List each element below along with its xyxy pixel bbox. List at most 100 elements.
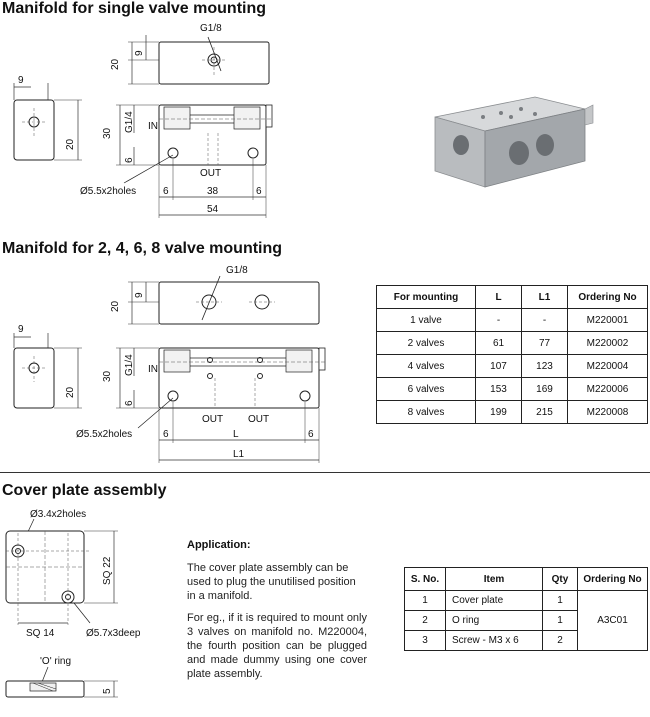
dimension-label: G1/8 bbox=[200, 23, 222, 34]
cell: - bbox=[475, 308, 522, 332]
dimension-label: OUT bbox=[200, 168, 221, 179]
th-l1: L1 bbox=[521, 285, 568, 309]
ordering-cell: A3C01 bbox=[577, 590, 648, 651]
cell: 215 bbox=[521, 400, 568, 424]
section-title-cover: Cover plate assembly bbox=[2, 482, 167, 499]
cell: O ring bbox=[445, 610, 543, 631]
cell: 107 bbox=[475, 354, 522, 378]
section-title-multi: Manifold for 2, 4, 6, 8 valve mounting bbox=[2, 240, 283, 257]
dimension-label: 6 bbox=[163, 186, 169, 197]
dimension-label: Ø5.5x2holes bbox=[76, 429, 132, 440]
multi-top-view: G1/8 20 9 bbox=[110, 265, 320, 325]
application-text-2: For eg., if it is required to mount only… bbox=[187, 612, 367, 680]
section-divider bbox=[0, 472, 650, 473]
dimension-label: IN bbox=[148, 121, 158, 132]
manifold-ordering-table: For mounting L L1 Ordering No 1 valve--M… bbox=[376, 285, 648, 424]
table-header-row: S. No. Item Qty Ordering No bbox=[404, 567, 648, 591]
table-row: 1 valve--M220001 bbox=[376, 308, 648, 332]
th-sno: S. No. bbox=[404, 567, 446, 591]
cell: Cover plate bbox=[445, 590, 543, 611]
dimension-label: L1 bbox=[233, 449, 245, 460]
dim-20: 20 bbox=[65, 138, 76, 150]
cell: 2 bbox=[542, 630, 578, 651]
dimension-label: IN bbox=[148, 364, 158, 375]
cell: 1 valve bbox=[376, 308, 476, 332]
table-header-row: For mounting L L1 Ordering No bbox=[376, 285, 648, 309]
single-side-view: 9 20 bbox=[13, 75, 82, 161]
table-row: 1 Cover plate 1 A3C01 bbox=[404, 590, 648, 651]
cell: 8 valves bbox=[376, 400, 476, 424]
cell: 1 bbox=[542, 590, 578, 611]
dimension-label: SQ 22 bbox=[102, 556, 113, 585]
cell: M220002 bbox=[567, 331, 648, 355]
cell: 3 bbox=[404, 630, 446, 651]
dimension-label: 9 bbox=[18, 324, 24, 335]
dimension-label: Ø3.4x2holes bbox=[30, 509, 86, 520]
cell: 61 bbox=[475, 331, 522, 355]
section-title-single: Manifold for single valve mounting bbox=[2, 0, 267, 17]
cell: 1 bbox=[542, 610, 578, 631]
cell: 1 bbox=[404, 590, 446, 611]
cell: 153 bbox=[475, 377, 522, 401]
dimension-label: OUT bbox=[248, 414, 269, 425]
th-ordering-no: Ordering No bbox=[577, 567, 648, 591]
cell: 2 bbox=[404, 610, 446, 631]
dimension-label: 5 bbox=[102, 688, 113, 694]
cover-plate-table: S. No. Item Qty Ordering No 1 Cover plat… bbox=[404, 567, 648, 651]
cover-plate-drawing: Ø3.4x2holes SQ 22 SQ 14 Ø5.7x3deep 'O' r… bbox=[5, 509, 141, 698]
th-item: Item bbox=[445, 567, 543, 591]
th-ordering-no: Ordering No bbox=[567, 285, 648, 309]
multi-front-view: IN 30 G1/4 6 OUT OUT Ø5.5x2holes 6 L 6 L… bbox=[76, 347, 326, 463]
dimension-label: 6 bbox=[124, 157, 135, 163]
dimension-label: 30 bbox=[102, 127, 113, 139]
th-qty: Qty bbox=[542, 567, 578, 591]
dimension-label: 'O' ring bbox=[40, 656, 71, 667]
dimension-label: L bbox=[233, 429, 239, 440]
cell: 199 bbox=[475, 400, 522, 424]
dimension-label: 6 bbox=[163, 429, 169, 440]
dimension-label: 54 bbox=[207, 204, 219, 215]
cell: M220008 bbox=[567, 400, 648, 424]
dimension-label: SQ 14 bbox=[26, 628, 55, 639]
dimension-label: 30 bbox=[102, 370, 113, 382]
single-front-view: IN 30 G1/4 6 OUT Ø5.5x2holes 6 38 6 54 bbox=[80, 104, 273, 218]
dimension-label: 6 bbox=[124, 400, 135, 406]
cell: 77 bbox=[521, 331, 568, 355]
dimension-label: 38 bbox=[207, 186, 219, 197]
th-for-mounting: For mounting bbox=[376, 285, 476, 309]
dimension-label: 20 bbox=[110, 58, 121, 70]
dim-9: 9 bbox=[18, 75, 24, 86]
application-text-1: The cover plate assembly can be used to … bbox=[187, 562, 356, 602]
dimension-label: G1/8 bbox=[226, 265, 248, 276]
single-top-view: G1/8 20 9 bbox=[110, 23, 270, 85]
dimension-label: Ø5.5x2holes bbox=[80, 186, 136, 197]
cell: M220004 bbox=[567, 354, 648, 378]
cell: Screw - M3 x 6 bbox=[445, 630, 543, 651]
dimension-label: G1/4 bbox=[124, 111, 135, 133]
dimension-label: OUT bbox=[202, 414, 223, 425]
cell: 4 valves bbox=[376, 354, 476, 378]
dimension-label: 9 bbox=[134, 292, 145, 298]
dimension-label: G1/4 bbox=[124, 354, 135, 376]
manifold-3d-illustration bbox=[434, 96, 594, 188]
dimension-label: 9 bbox=[134, 50, 145, 56]
dimension-label: 20 bbox=[110, 300, 121, 312]
cell: 6 valves bbox=[376, 377, 476, 401]
cell: 123 bbox=[521, 354, 568, 378]
dimension-label: 20 bbox=[65, 386, 76, 398]
cell: M220006 bbox=[567, 377, 648, 401]
cell: - bbox=[521, 308, 568, 332]
cell: M220001 bbox=[567, 308, 648, 332]
dimension-label: 6 bbox=[256, 186, 262, 197]
application-heading: Application: bbox=[187, 539, 251, 551]
th-l: L bbox=[475, 285, 522, 309]
dimension-label: 6 bbox=[308, 429, 314, 440]
application-block: Application: The cover plate assembly ca… bbox=[187, 539, 367, 681]
cell: 2 valves bbox=[376, 331, 476, 355]
cell: 169 bbox=[521, 377, 568, 401]
dimension-label: Ø5.7x3deep bbox=[86, 628, 141, 639]
